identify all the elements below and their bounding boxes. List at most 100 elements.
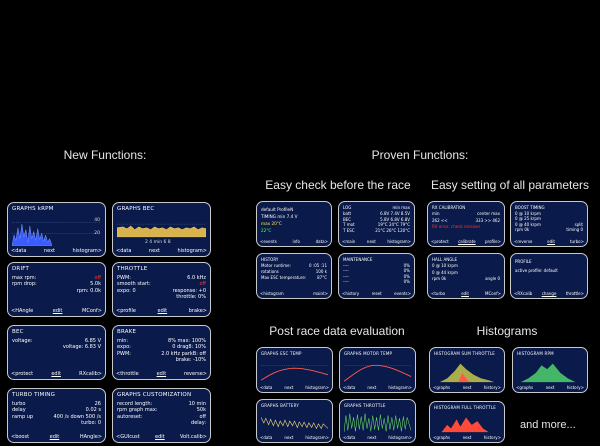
footer-right[interactable]: events>: [394, 291, 411, 296]
footer-right[interactable]: HAngle>: [79, 434, 102, 440]
footer-right[interactable]: histogram>: [388, 435, 412, 440]
footer-left[interactable]: <profile: [116, 308, 136, 314]
footer-right[interactable]: MConf>: [82, 308, 102, 314]
footer-right[interactable]: Volt.calib>: [179, 434, 207, 440]
footer-center[interactable]: next: [148, 248, 160, 254]
footer-right[interactable]: history>: [483, 385, 501, 390]
screen-hall-angle[interactable]: HALL ANGLE 0 @ 10 krpm 0 @ 44 krpm rpm 0…: [427, 253, 505, 299]
footer-center[interactable]: edit: [49, 434, 60, 440]
footer-left[interactable]: <data: [11, 248, 27, 254]
footer-right[interactable]: histogram>: [72, 248, 102, 254]
footer-left[interactable]: <histogram: [260, 291, 284, 296]
screen-histogram-full-throttle[interactable]: HISTOGRAM FULL THROTTLE <graphs next his…: [429, 401, 505, 443]
footer-left[interactable]: <main: [342, 239, 356, 244]
value: turbo: 0: [81, 420, 101, 427]
footer-left[interactable]: <turbo: [431, 291, 446, 296]
footer-right[interactable]: RXcalib>: [79, 371, 102, 377]
footer-left[interactable]: <data: [116, 248, 132, 254]
footer-left[interactable]: <boost: [11, 434, 30, 440]
footer-right[interactable]: MConf>: [485, 291, 501, 296]
footer-left[interactable]: <events: [260, 239, 277, 244]
footer-center[interactable]: calibrate: [458, 239, 476, 244]
footer-left[interactable]: <data: [260, 385, 273, 390]
footer-left[interactable]: <data: [260, 435, 273, 440]
label: ----: [343, 279, 349, 285]
footer-center[interactable]: next: [462, 435, 472, 440]
footer-left[interactable]: <RXcalib: [514, 291, 533, 296]
screen-history[interactable]: HISTORY Motor runtime:0 :05 :11 rotation…: [256, 253, 332, 299]
footer-center[interactable]: next: [366, 239, 376, 244]
footer-left[interactable]: <protect: [11, 371, 34, 377]
footer-left[interactable]: <data: [343, 385, 356, 390]
screen-footer: <data next histogram>: [343, 385, 412, 390]
footer-center[interactable]: info: [292, 239, 300, 244]
footer-left[interactable]: <graphs: [433, 385, 451, 390]
screen-title: GRAPHS ESC TEMP: [261, 351, 302, 356]
screen-title: DRIFT: [12, 266, 30, 272]
footer-center[interactable]: edit: [155, 434, 165, 440]
footer-left[interactable]: <history: [342, 291, 360, 296]
screen-maintenance[interactable]: MAINTENANCE ----0% ----0% ----0% ----0% …: [338, 253, 415, 299]
footer-left[interactable]: <GUIcust: [116, 434, 140, 440]
footer-right[interactable]: brake>: [188, 308, 207, 314]
footer-center[interactable]: next: [367, 385, 377, 390]
footer-center[interactable]: change: [541, 291, 557, 296]
footer-right[interactable]: reverse>: [184, 371, 207, 377]
footer-right[interactable]: throttle>: [565, 291, 584, 296]
esc-temp-chart: [261, 358, 328, 384]
screen-body: HALL ANGLE 0 @ 10 krpm 0 @ 44 krpm rpm 0…: [432, 257, 500, 283]
screen-boost-timing[interactable]: BOOST TIMING 0 @ 10 krpm 0 @ 25 krpm 0 @…: [510, 201, 588, 247]
screen-graphs-bec[interactable]: GRAPHS BEC 2 4 min 6 8 <data next histog…: [112, 202, 211, 257]
footer-center[interactable]: next: [367, 435, 377, 440]
footer-center[interactable]: edit: [461, 291, 469, 296]
footer-left[interactable]: <HAngle: [11, 308, 34, 314]
footer-left[interactable]: <protect: [431, 239, 449, 244]
screen-drift[interactable]: DRIFT max rpm:off rpm drop:5.0k rpm: 0.0…: [7, 262, 106, 317]
screen-histogram-sum-throttle[interactable]: HISTOGRAM SUM THROTTLE <graphs next hist…: [429, 347, 505, 393]
footer-center[interactable]: next: [462, 385, 472, 390]
footer-center[interactable]: edit: [547, 239, 555, 244]
screen-brake[interactable]: BRAKE min:8% max: 100% expo:0 drag8: 10%…: [112, 325, 211, 380]
footer-left[interactable]: <throttle: [116, 371, 139, 377]
screen-graphs-krpm[interactable]: GRAPHS kRPM 40 20 <data next histogram>: [7, 202, 106, 257]
footer-left[interactable]: <graphs: [433, 435, 451, 440]
footer-center[interactable]: edit: [157, 308, 168, 314]
screen-graphs-motor-temp[interactable]: GRAPHS MOTOR TEMP <data next histogram>: [339, 347, 416, 393]
footer-center[interactable]: edit: [51, 371, 61, 377]
footer-right[interactable]: histogram>: [388, 385, 412, 390]
screen-histogram-rpm[interactable]: HISTOGRAM RPM <graphs next history>: [512, 347, 588, 393]
screen-graphs-throttle[interactable]: GRAPHS THROTTLE <data next histogram>: [339, 399, 416, 443]
footer-right[interactable]: histogram>: [177, 248, 207, 254]
footer-center[interactable]: next: [284, 385, 294, 390]
footer-right[interactable]: history>: [566, 385, 584, 390]
footer-left[interactable]: <data: [343, 435, 356, 440]
value: 6.0 kHz: [187, 275, 206, 281]
footer-center[interactable]: next: [284, 435, 294, 440]
footer-right[interactable]: profile>: [485, 239, 501, 244]
screen-graphs-esc-temp[interactable]: GRAPHS ESC TEMP <data next histogram>: [256, 347, 333, 393]
footer-right[interactable]: histogram>: [305, 435, 329, 440]
footer-right[interactable]: history>: [483, 435, 501, 440]
footer-left[interactable]: <graphs: [516, 385, 534, 390]
footer-right[interactable]: maint>: [313, 291, 328, 296]
screen-bec[interactable]: BEC voltage:6.85 V voltage: 6.83 V <prot…: [7, 325, 106, 380]
footer-right[interactable]: data>: [315, 239, 328, 244]
screen-profile[interactable]: PROFILE active profile: default <RXcalib…: [510, 253, 588, 299]
footer-center[interactable]: next: [545, 385, 555, 390]
footer-right[interactable]: histogram>: [387, 239, 411, 244]
label: 0 @ 25 krpm: [515, 216, 541, 222]
screen-graphs-battery[interactable]: GRAPHS BATTERY <data next histogram>: [256, 399, 333, 443]
screen-throttle[interactable]: THROTTLE PWM:6.0 kHz smooth start:off ex…: [112, 262, 211, 317]
footer-center[interactable]: reset: [371, 291, 382, 296]
footer-right[interactable]: histogram>: [305, 385, 329, 390]
footer-right[interactable]: turbo>: [569, 239, 584, 244]
footer-left[interactable]: <reverse: [514, 239, 533, 244]
screen-main-status[interactable]: default ProfileN TIMING min 7.4 V max 20…: [256, 201, 332, 247]
footer-center[interactable]: edit: [156, 371, 167, 377]
footer-center[interactable]: next: [43, 248, 55, 254]
footer-center[interactable]: edit: [52, 308, 63, 314]
screen-graphs-customization[interactable]: GRAPHS CUSTOMIZATION record length:10 mi…: [112, 388, 211, 443]
